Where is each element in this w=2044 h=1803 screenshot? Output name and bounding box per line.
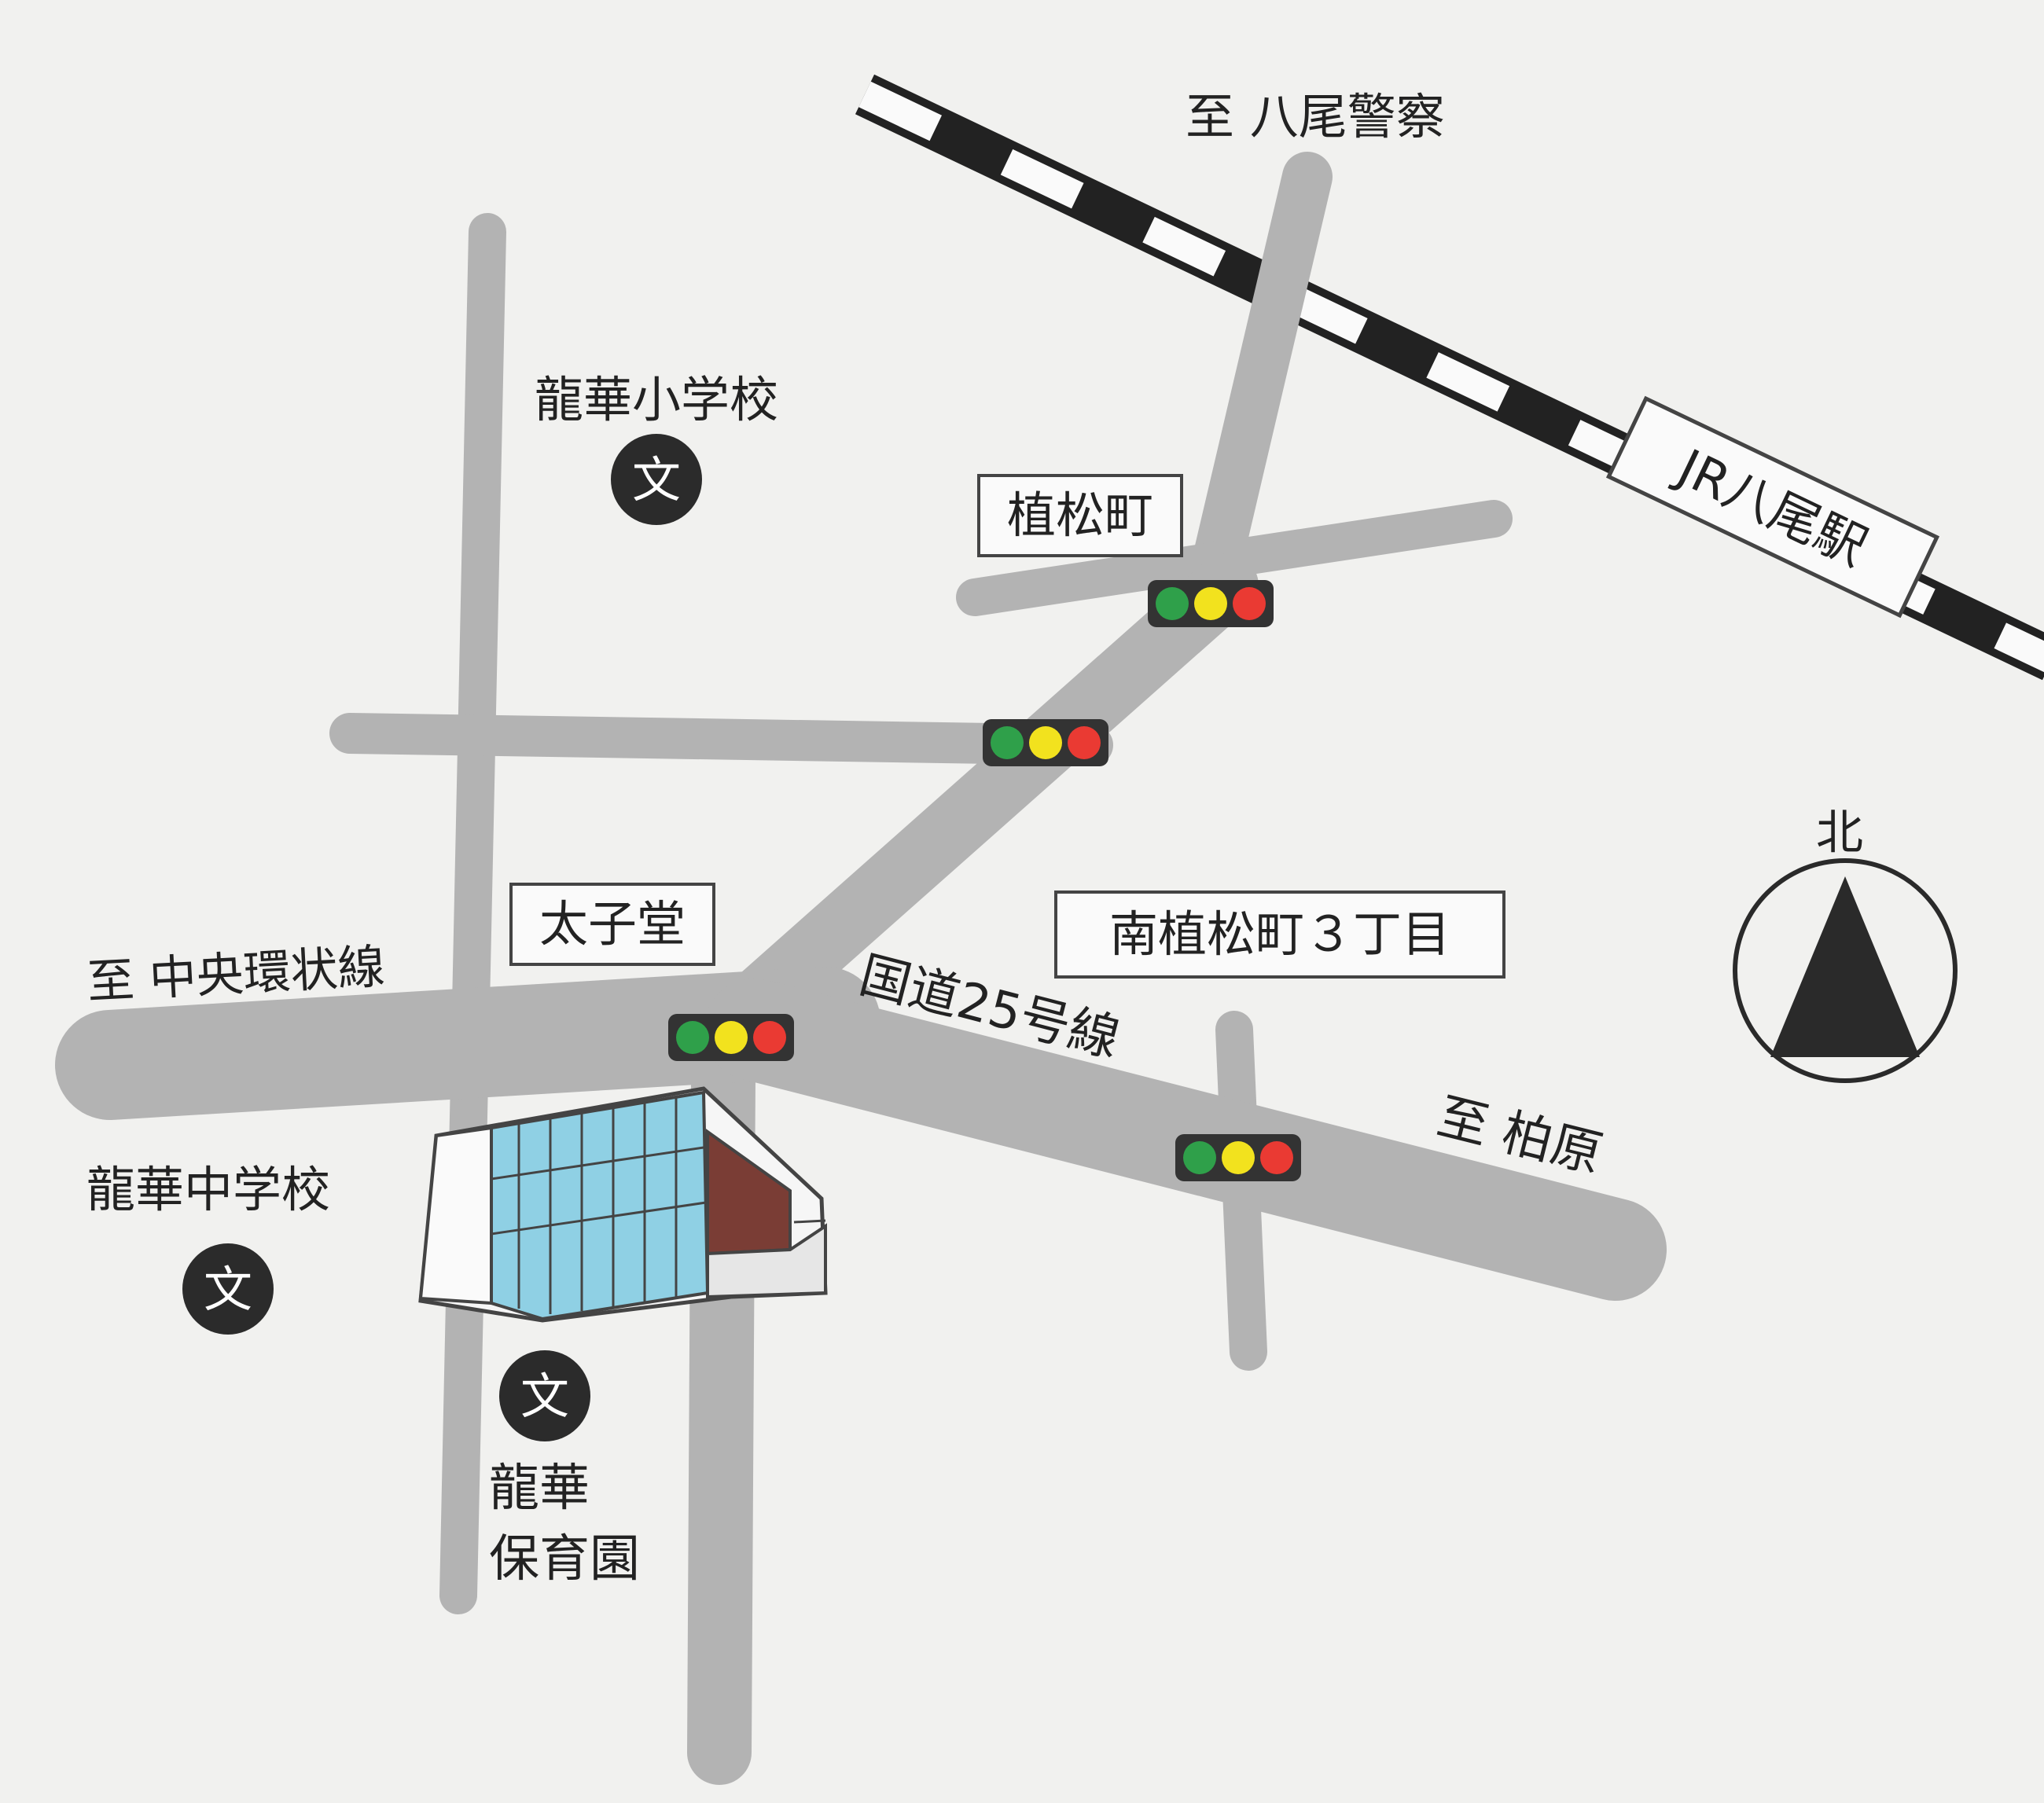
traffic-signal-middle (983, 719, 1108, 766)
school-symbol-text: 文 (520, 1368, 569, 1425)
road-upper-horizontal (329, 713, 1113, 766)
road-north-vertical (1182, 152, 1333, 630)
school-symbol-icon (182, 1243, 274, 1335)
building-icon (418, 1086, 828, 1323)
place-box-minami-uematsu: 南植松町３丁目 (1054, 890, 1505, 979)
label-nursery-line2: 保育園 (489, 1530, 640, 1588)
place-box-taishido: 太子堂 (509, 883, 715, 966)
compass-north-label: 北 (1816, 806, 1863, 861)
place-label-minami-uematsu: 南植松町３丁目 (1109, 905, 1450, 963)
station-sign: JR八尾駅 (1605, 395, 1940, 619)
label-to-yao-police: 至 八尾警察 (1186, 88, 1445, 145)
school-symbol-icon (499, 1350, 590, 1441)
traffic-signal-uematsu (1148, 580, 1274, 627)
school-marker-elementary: 文 (611, 434, 702, 525)
school-marker-nursery: 文 (499, 1350, 590, 1441)
place-label-taishido: 太子堂 (539, 895, 686, 953)
traffic-signal-taishido (668, 1014, 794, 1061)
school-symbol-text: 文 (632, 451, 681, 509)
school-symbol-icon (611, 434, 702, 525)
label-ryuge-elementary: 龍華小学校 (535, 371, 778, 428)
label-ryuge-junior-high: 龍華中学校 (86, 1161, 330, 1218)
north-arrow-icon (1733, 858, 1958, 1083)
school-symbol-text: 文 (204, 1261, 252, 1318)
label-nursery-line1: 龍華 (489, 1460, 590, 1518)
road-west-vertical (439, 213, 506, 1614)
place-box-uematsu: 植松町 (977, 474, 1183, 557)
place-label-uematsu: 植松町 (1007, 487, 1153, 544)
school-marker-junior-high: 文 (182, 1243, 274, 1335)
traffic-signal-minami-uematsu (1175, 1134, 1301, 1181)
